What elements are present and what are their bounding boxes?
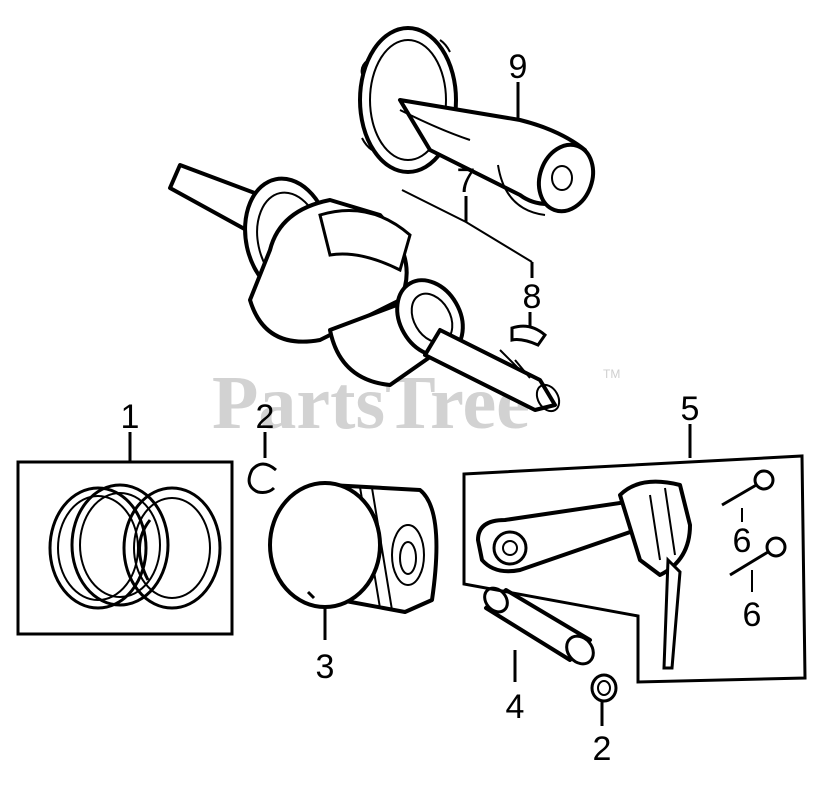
connecting-rod-assy bbox=[462, 424, 807, 684]
callout-5: 5 bbox=[681, 390, 700, 428]
callout-8: 8 bbox=[523, 278, 542, 316]
crankshaft bbox=[168, 163, 561, 413]
callout-6-upper: 6 bbox=[733, 522, 752, 560]
rod-bolts bbox=[721, 469, 787, 592]
piston-pin-clip-upper bbox=[247, 432, 277, 494]
piston-pin bbox=[483, 586, 595, 682]
woodruff-key bbox=[510, 324, 548, 347]
watermark-tm: TM bbox=[603, 367, 620, 381]
ring-set bbox=[16, 432, 234, 636]
leader-lines-upper bbox=[401, 82, 534, 326]
callout-1: 1 bbox=[121, 398, 140, 436]
callout-2-upper: 2 bbox=[256, 398, 275, 436]
callout-labels: 9 7 8 1 2 5 6 6 3 4 2 bbox=[121, 48, 762, 768]
callout-2-lower: 2 bbox=[593, 730, 612, 768]
piston bbox=[268, 481, 439, 640]
callout-9: 9 bbox=[509, 48, 528, 86]
callout-4: 4 bbox=[506, 688, 525, 726]
camshaft bbox=[358, 26, 596, 216]
piston-pin-clip-lower bbox=[590, 673, 618, 726]
callout-6-lower: 6 bbox=[743, 596, 762, 634]
callout-3: 3 bbox=[316, 648, 335, 686]
callout-7: 7 bbox=[457, 162, 476, 200]
